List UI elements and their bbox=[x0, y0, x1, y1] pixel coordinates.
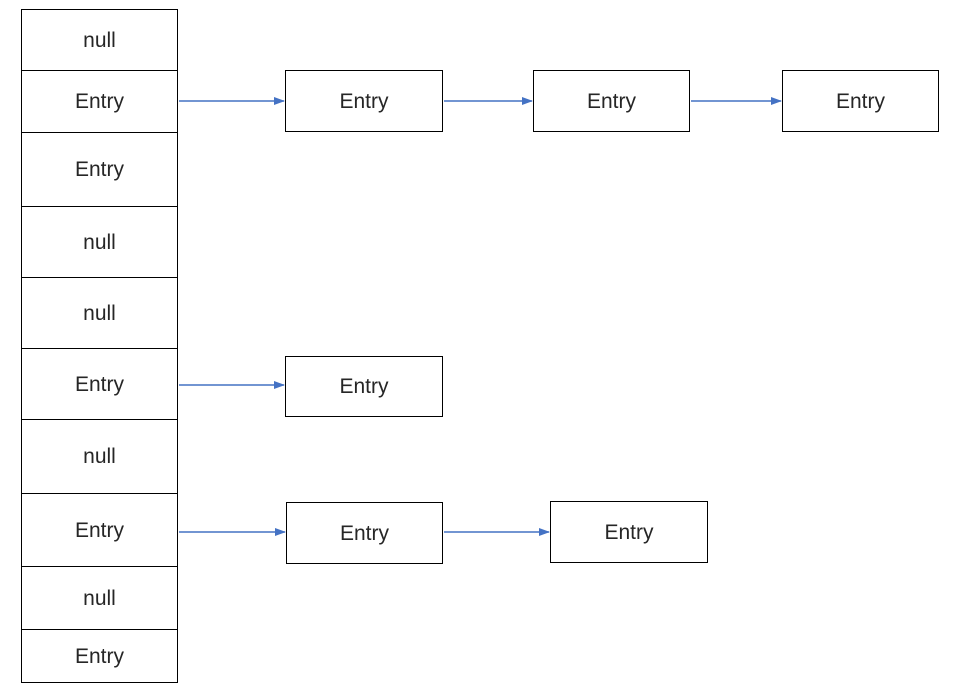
bucket-cell-7: Entry bbox=[21, 493, 178, 567]
entry-node-label: Entry bbox=[339, 375, 389, 398]
bucket-label: Entry bbox=[74, 518, 124, 542]
bucket-label: Entry bbox=[74, 90, 124, 113]
bucket-array: null Entry Entry null null Entry null En… bbox=[21, 9, 178, 683]
entry-node-chain2-1: Entry bbox=[550, 501, 708, 563]
bucket-cell-0: null bbox=[21, 9, 178, 71]
bucket-cell-1: Entry bbox=[21, 70, 178, 133]
bucket-cell-8: null bbox=[21, 566, 178, 630]
bucket-label: Entry bbox=[74, 644, 124, 668]
bucket-label: Entry bbox=[74, 158, 124, 181]
bucket-cell-4: null bbox=[21, 277, 178, 349]
bucket-label: null bbox=[83, 586, 116, 610]
entry-node-label: Entry bbox=[586, 89, 636, 113]
bucket-cell-6: null bbox=[21, 419, 178, 494]
bucket-label: Entry bbox=[74, 372, 124, 396]
entry-node-label: Entry bbox=[835, 89, 885, 113]
bucket-label: null bbox=[83, 28, 116, 52]
entry-node-chain0-2: Entry bbox=[782, 70, 939, 132]
entry-node-chain2-0: Entry bbox=[286, 502, 443, 564]
bucket-cell-3: null bbox=[21, 206, 178, 278]
bucket-cell-2: Entry bbox=[21, 132, 178, 207]
entry-node-chain0-0: Entry bbox=[285, 70, 443, 132]
bucket-label: null bbox=[83, 301, 116, 325]
entry-node-label: Entry bbox=[339, 89, 389, 113]
entry-node-chain0-1: Entry bbox=[533, 70, 690, 132]
entry-node-label: Entry bbox=[339, 521, 389, 545]
bucket-cell-9: Entry bbox=[21, 629, 178, 683]
bucket-label: null bbox=[83, 445, 116, 468]
entry-node-chain1-0: Entry bbox=[285, 356, 443, 417]
bucket-cell-5: Entry bbox=[21, 348, 178, 420]
bucket-label: null bbox=[83, 230, 116, 254]
entry-node-label: Entry bbox=[604, 520, 654, 544]
